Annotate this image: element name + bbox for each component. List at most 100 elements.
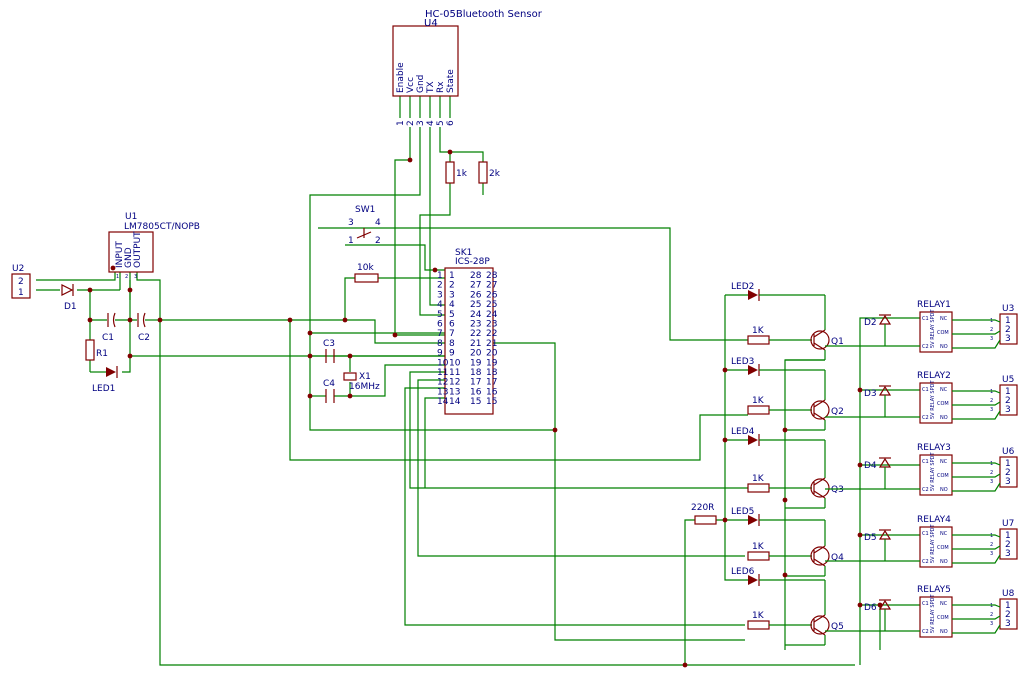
sk1-right-pin-number: 24 bbox=[486, 310, 498, 320]
stage-diode-symbol bbox=[878, 457, 892, 468]
resistor-1k-top-value: 1k bbox=[456, 169, 468, 179]
junction-dot bbox=[407, 157, 413, 163]
stage-no-wire bbox=[952, 482, 1001, 492]
stage-transistor-body bbox=[810, 478, 830, 498]
stage-relay-body bbox=[919, 454, 953, 496]
sk1-left-pin-number: 7 bbox=[437, 329, 443, 339]
stage-relay-c1: C1 bbox=[922, 387, 929, 393]
stage-relay-no: NO bbox=[940, 487, 948, 493]
junction-dot bbox=[782, 427, 788, 433]
stage-relay-nc: NC bbox=[940, 601, 948, 607]
resistor-2k-value: 2k bbox=[489, 169, 501, 179]
stage-relay-nc: NC bbox=[940, 459, 948, 465]
stage-led-ref: LED3 bbox=[731, 357, 754, 367]
stage-relay-c1: C1 bbox=[922, 531, 929, 537]
stage-relay-c1: C1 bbox=[922, 316, 929, 322]
u4-pin-number: 5 bbox=[436, 120, 446, 126]
stage-diode-ref: D6 bbox=[864, 603, 877, 613]
led1-ref: LED1 bbox=[92, 384, 115, 394]
u4-pin-number: 3 bbox=[416, 120, 426, 126]
u4-pin-number: 1 bbox=[396, 120, 406, 126]
stage-connector-ref: U6 bbox=[1002, 447, 1015, 457]
sk1-left-pin-number: 10 bbox=[437, 358, 449, 368]
stage-relay-side-label: 5V RELAY SPDT bbox=[930, 594, 936, 633]
sk1-right-pin-number: 28 bbox=[486, 271, 498, 281]
sk1-right-pin-label: 16 bbox=[470, 387, 482, 397]
sw1-pin4: 4 bbox=[375, 218, 381, 228]
stage-com-wire bbox=[952, 545, 1001, 550]
stage-diode-ref: D3 bbox=[864, 389, 877, 399]
stage-diode-ref: D5 bbox=[864, 533, 877, 543]
junction-dot bbox=[307, 330, 313, 336]
stage-resistor bbox=[747, 620, 770, 630]
stage-connector-pin: 2 bbox=[1005, 610, 1011, 620]
junction-dot bbox=[782, 572, 788, 578]
sk1-part: ICS-28P bbox=[455, 257, 490, 267]
stage-transistor-emitter bbox=[813, 558, 826, 567]
stage-connector-pin: 2 bbox=[1005, 325, 1011, 335]
stage-relay-ref: RELAY2 bbox=[917, 371, 951, 381]
stage-led-ref: LED6 bbox=[731, 567, 755, 577]
c1-capacitor: C1 bbox=[102, 312, 116, 343]
u4-pin-name: TX bbox=[426, 81, 436, 94]
sk1-left-pin-label: 8 bbox=[449, 339, 455, 349]
sk1-right-pin-number: 18 bbox=[486, 368, 498, 378]
stage-connector-pin: 2 bbox=[1005, 396, 1011, 406]
u1-pin-number: 2 bbox=[125, 274, 128, 280]
sk1-right-pin-number: 17 bbox=[486, 378, 497, 388]
stage-connector-body bbox=[999, 598, 1018, 630]
sk1-left-pin-label: 12 bbox=[449, 378, 460, 388]
stage-relay-ref: RELAY1 bbox=[917, 300, 951, 310]
stage-diode-symbol bbox=[878, 314, 892, 325]
sk1-left-pin-label: 1 bbox=[449, 271, 455, 281]
stage-connector-pin-small: 2 bbox=[990, 327, 993, 333]
stage-relay-no: NO bbox=[940, 629, 948, 635]
sk1-right-pin-number: 25 bbox=[486, 300, 497, 310]
junction-dot bbox=[782, 497, 788, 503]
sk1-left-pin-number: 6 bbox=[437, 320, 443, 330]
sw1-pin3: 3 bbox=[348, 218, 354, 228]
stage-connector-ref: U8 bbox=[1002, 589, 1015, 599]
stage-relay-nc: NC bbox=[940, 387, 948, 393]
u4-pin-number: 6 bbox=[446, 120, 456, 126]
sw1-ref: SW1 bbox=[355, 205, 375, 215]
stage-resistor-value: 1K bbox=[752, 542, 765, 552]
stage-relay-c2: C2 bbox=[922, 344, 929, 350]
sk1-left-pin-number: 4 bbox=[437, 300, 443, 310]
u4-pin-name: Vcc bbox=[406, 77, 416, 93]
junction-dot bbox=[392, 332, 398, 338]
stage-led-symbol bbox=[748, 575, 758, 585]
resistor-220r: 220R bbox=[691, 503, 717, 525]
stage-transistor-collector bbox=[813, 614, 826, 623]
sk1-left-pin-label: 7 bbox=[449, 329, 455, 339]
stage-relay-no: NO bbox=[940, 559, 948, 565]
stage-connector-pin-small: 2 bbox=[990, 612, 993, 618]
resistor-1k-top: 1k bbox=[445, 161, 468, 184]
stage-relay-body bbox=[919, 382, 953, 424]
stage-resistor bbox=[747, 483, 770, 493]
stage-relay-c1: C1 bbox=[922, 459, 929, 465]
resistor-10k: 10k bbox=[354, 263, 379, 283]
sk1-right-pin-label: 28 bbox=[470, 271, 482, 281]
stage-transistor-ref: Q2 bbox=[831, 407, 844, 417]
sk1-left-pin-number: 9 bbox=[437, 349, 443, 359]
stage-connector-pin-small: 1 bbox=[990, 461, 993, 467]
stage-com-wire bbox=[952, 330, 1001, 335]
sk1-right-pin-label: 21 bbox=[470, 339, 481, 349]
sk1-ref: SK1 bbox=[455, 248, 472, 258]
stage-resistor-value: 1K bbox=[752, 396, 765, 406]
c3-ref: C3 bbox=[323, 339, 335, 349]
sk1-left-pin-label: 9 bbox=[449, 349, 455, 359]
sk1-right-pin-label: 17 bbox=[470, 378, 481, 388]
u4-pin-name: State bbox=[446, 69, 456, 93]
stage-led-ref: LED5 bbox=[731, 507, 754, 517]
stage-connector-body bbox=[999, 456, 1018, 488]
u4-bluetooth-module: HC-05Bluetooth Sensor U4 Enable1Vcc2Gnd3… bbox=[392, 9, 543, 126]
sk1-left-pin-number: 2 bbox=[437, 281, 443, 291]
stage-relay-com: COM bbox=[937, 545, 949, 551]
junction-dot bbox=[682, 662, 688, 668]
stage-transistor-collector bbox=[813, 329, 826, 338]
